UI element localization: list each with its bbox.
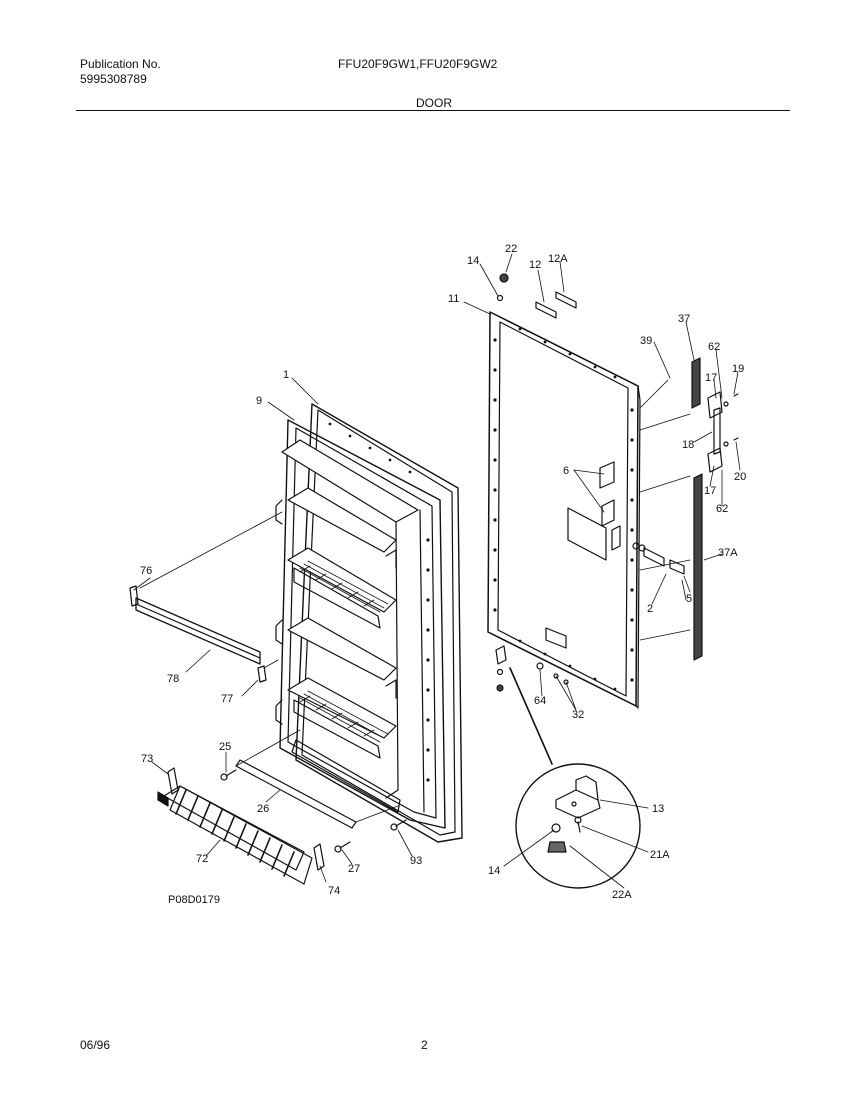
callout-18: 18 <box>682 439 694 451</box>
callout-76: 76 <box>140 565 152 577</box>
callout-17-top: 17 <box>705 372 717 384</box>
section-title: DOOR <box>416 96 452 110</box>
leader-lines <box>133 253 741 889</box>
screws-top <box>495 273 569 692</box>
bottom-rail <box>235 729 399 829</box>
callout-26: 26 <box>257 803 269 815</box>
callout-93: 93 <box>410 855 422 867</box>
footer-date: 06/96 <box>80 1038 111 1052</box>
callout-74: 74 <box>328 885 340 897</box>
callout-32: 32 <box>572 709 584 721</box>
figure-code: P08D0179 <box>168 894 220 906</box>
callout-19: 19 <box>732 363 744 375</box>
callout-11: 11 <box>448 293 459 305</box>
callout-39: 39 <box>640 335 652 347</box>
callout-12: 12 <box>529 259 541 271</box>
callout-17-bottom: 17 <box>704 485 716 497</box>
callout-77: 77 <box>221 693 233 705</box>
callout-27: 27 <box>348 863 360 875</box>
door-rail <box>129 511 283 683</box>
door-liner <box>275 403 463 843</box>
shelf-basket <box>157 767 325 885</box>
callout-14-detail: 14 <box>488 865 500 877</box>
model-numbers: FFU20F9GW1,FFU20F9GW2 <box>338 57 498 71</box>
callout-72: 72 <box>196 853 208 865</box>
callout-21A: 21A <box>650 849 670 861</box>
callout-13: 13 <box>652 803 664 815</box>
callout-20: 20 <box>734 471 746 483</box>
screws-left <box>220 769 407 853</box>
callout-14-top: 14 <box>467 255 479 267</box>
publication-label: Publication No. <box>80 57 161 71</box>
callout-12A: 12A <box>548 253 568 265</box>
callout-1: 1 <box>283 369 289 381</box>
callout-37A: 37A <box>718 547 738 559</box>
callout-62-top: 62 <box>708 341 720 353</box>
callout-22: 22 <box>505 243 517 255</box>
handle-assembly <box>632 357 739 661</box>
callout-37: 37 <box>678 313 690 325</box>
callout-9: 9 <box>256 395 262 407</box>
callout-5: 5 <box>686 593 692 605</box>
callout-2: 2 <box>647 603 653 615</box>
callout-25: 25 <box>219 741 231 753</box>
callout-78: 78 <box>167 673 179 685</box>
callout-62-bottom: 62 <box>716 503 728 515</box>
page-number: 2 <box>421 1038 428 1052</box>
callout-64: 64 <box>534 695 546 707</box>
callout-6: 6 <box>563 465 569 477</box>
callout-73: 73 <box>141 753 153 765</box>
detail-circle <box>509 667 641 889</box>
publication-number: 5995308789 <box>80 72 147 86</box>
callout-22A: 22A <box>612 889 632 901</box>
header-divider <box>76 110 790 111</box>
outer-door-panel <box>487 291 691 709</box>
